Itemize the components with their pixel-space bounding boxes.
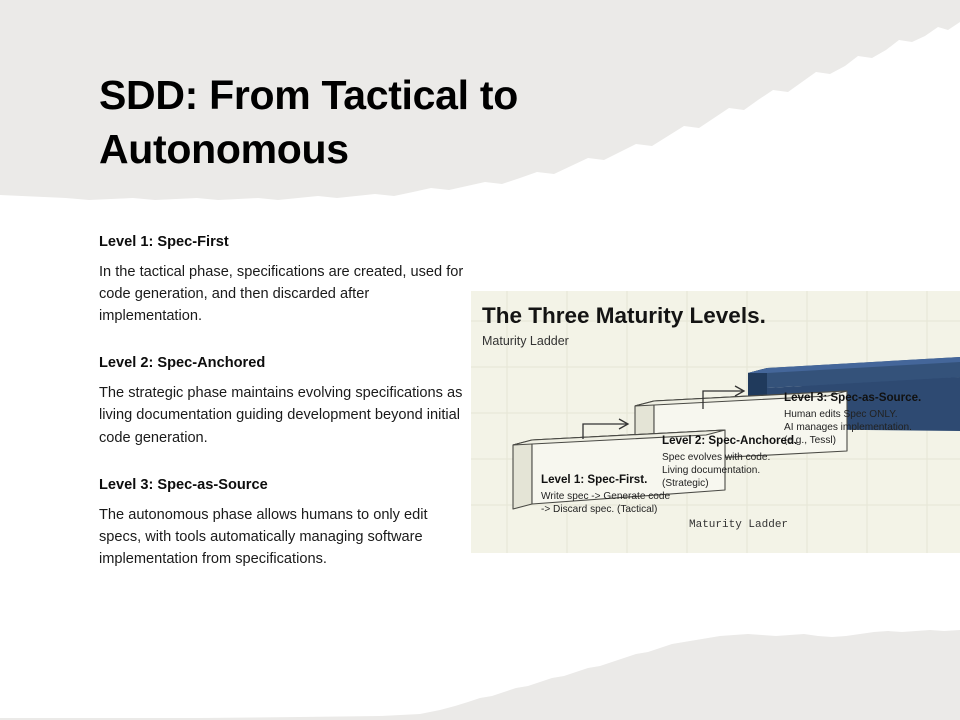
svg-text:AI manages implementation.: AI manages implementation. bbox=[784, 422, 912, 433]
maturity-ladder-figure: The Three Maturity Levels. Maturity Ladd… bbox=[471, 291, 960, 553]
content-block-level-2: Level 2: Spec-Anchored The strategic pha… bbox=[99, 353, 471, 448]
torn-paper-band-bottom bbox=[0, 610, 960, 720]
svg-text:Level 3: Spec-as-Source.: Level 3: Spec-as-Source. bbox=[784, 391, 921, 404]
svg-text:Living documentation.: Living documentation. bbox=[662, 465, 760, 476]
ladder-arrow-2-to-3 bbox=[702, 385, 746, 409]
svg-text:Write spec -> Generate code: Write spec -> Generate code bbox=[541, 491, 671, 502]
block-heading-level-3: Level 3: Spec-as-Source bbox=[99, 476, 268, 493]
ladder-label-3: Level 3: Spec-as-Source. Human edits Spe… bbox=[784, 391, 921, 446]
svg-text:Level 2: Spec-Anchored.: Level 2: Spec-Anchored. bbox=[662, 434, 797, 447]
ladder-label-1: Level 1: Spec-First. Write spec -> Gener… bbox=[541, 473, 671, 515]
figure-footer: Maturity Ladder bbox=[689, 519, 788, 531]
block-body-level-3: The autonomous phase allows humans to on… bbox=[99, 506, 428, 568]
svg-text:Level 1: Spec-First.: Level 1: Spec-First. bbox=[541, 473, 647, 486]
figure-subtitle: Maturity Ladder bbox=[482, 334, 569, 348]
svg-text:(Strategic): (Strategic) bbox=[662, 478, 709, 489]
content-block-level-1: Level 1: Spec-First In the tactical phas… bbox=[99, 232, 471, 327]
ladder-step-1 bbox=[512, 429, 726, 510]
svg-text:(e.g., Tessl): (e.g., Tessl) bbox=[784, 435, 836, 446]
svg-text:Spec evolves with code.: Spec evolves with code. bbox=[662, 452, 770, 463]
block-body-level-2: The strategic phase maintains evolving s… bbox=[99, 385, 463, 446]
block-heading-level-1: Level 1: Spec-First bbox=[99, 234, 229, 250]
ladder-label-2: Level 2: Spec-Anchored. Spec evolves wit… bbox=[662, 434, 797, 489]
svg-text:-> Discard spec. (Tactical): -> Discard spec. (Tactical) bbox=[541, 504, 657, 515]
svg-text:Human edits Spec ONLY.: Human edits Spec ONLY. bbox=[784, 409, 898, 420]
block-heading-level-2: Level 2: Spec-Anchored bbox=[99, 355, 266, 372]
content-block-level-3: Level 3: Spec-as-Source The autonomous p… bbox=[99, 475, 471, 570]
page-title: SDD: From Tactical to Autonomous bbox=[99, 72, 518, 173]
figure-title: The Three Maturity Levels. bbox=[482, 303, 766, 328]
ladder-arrow-1-to-2 bbox=[582, 418, 630, 439]
block-body-level-1: In the tactical phase, specifications ar… bbox=[99, 263, 464, 325]
content-column: Level 1: Spec-First In the tactical phas… bbox=[99, 232, 471, 570]
